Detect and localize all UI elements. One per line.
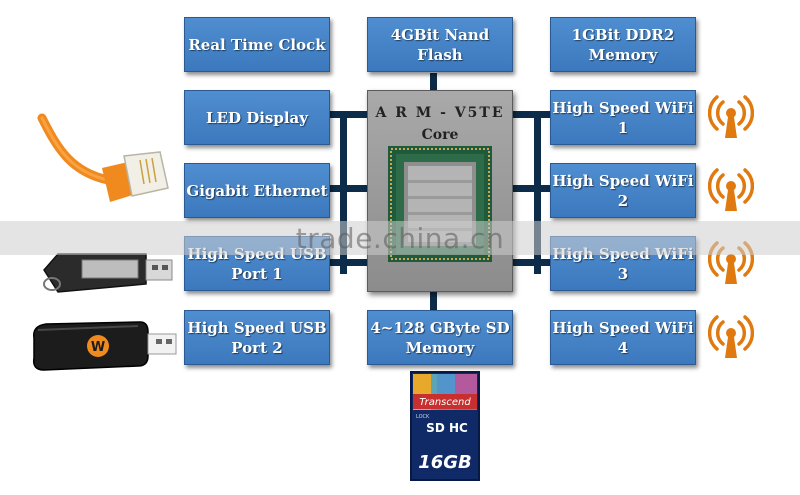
bus-left-usb1: [330, 259, 368, 266]
block-wifi-2: High Speed WiFi 2: [550, 163, 696, 218]
block-label: 1GBit DDR2: [571, 25, 675, 44]
block-label: High Speed WiFi: [552, 171, 694, 190]
bus-right-wifi2: [512, 185, 550, 192]
bus-left-led: [330, 111, 368, 118]
block-usb-port-2: High Speed USB Port 2: [184, 310, 330, 365]
block-label: High Speed USB: [187, 318, 327, 337]
block-label: Gigabit Ethernet: [186, 181, 328, 200]
block-label: Real Time Clock: [188, 35, 326, 54]
block-label: High Speed WiFi: [552, 318, 694, 337]
sd-card-icon: Transcend LOCK SD HC 16GB: [410, 371, 480, 481]
block-label: 4GBit Nand: [390, 25, 490, 44]
block-nand-flash: 4GBit Nand Flash: [367, 17, 513, 72]
block-wifi-1: High Speed WiFi 1: [550, 90, 696, 145]
sd-brand-text: Transcend: [419, 397, 471, 408]
bus-top-vertical: [430, 73, 437, 92]
wifi-antenna-icon: [708, 315, 754, 358]
usb-flash-drive-icon: [43, 253, 173, 293]
block-ddr2-memory: 1GBit DDR2 Memory: [550, 17, 696, 72]
block-sd-memory: 4~128 GByte SD Memory: [367, 310, 513, 365]
block-sublabel: Memory: [405, 338, 475, 357]
core-subtitle: Core: [421, 127, 459, 143]
block-label: High Speed WiFi: [552, 98, 694, 117]
watermark-text: trade.china.cn: [295, 221, 505, 255]
block-sublabel: 3: [617, 264, 629, 283]
bus-right-wifi3: [512, 259, 550, 266]
core-title: A R M - V5TE: [375, 105, 505, 121]
block-sublabel: Flash: [417, 45, 463, 64]
block-label: 4~128 GByte SD: [370, 318, 510, 337]
bus-left-vertical: [340, 112, 347, 274]
block-sublabel: 2: [617, 191, 629, 210]
block-sublabel: 4: [617, 338, 629, 357]
block-sublabel: Memory: [588, 45, 658, 64]
bus-right-wifi1: [512, 111, 550, 118]
block-sublabel: Port 2: [231, 338, 283, 357]
sd-class-text: SD HC: [426, 421, 468, 435]
bus-left-ethernet: [330, 185, 368, 192]
watermark-band: trade.china.cn: [0, 221, 800, 255]
block-sublabel: 1: [617, 118, 629, 137]
block-real-time-clock: Real Time Clock: [184, 17, 330, 72]
sd-capacity-text: 16GB: [418, 452, 472, 473]
block-label: LED Display: [206, 108, 308, 127]
block-gigabit-ethernet: Gigabit Ethernet: [184, 163, 330, 218]
sd-lock-text: LOCK: [416, 414, 430, 420]
block-sublabel: Port 1: [231, 264, 283, 283]
block-led-display: LED Display: [184, 90, 330, 145]
usb-modem-icon: W: [32, 321, 177, 371]
ethernet-cable-icon: [37, 113, 169, 202]
modem-logo-text: W: [91, 340, 105, 355]
wifi-antenna-icon: [708, 168, 754, 211]
block-wifi-4: High Speed WiFi 4: [550, 310, 696, 365]
bus-bottom-vertical: [430, 290, 437, 310]
wifi-antenna-icon: [708, 95, 754, 138]
bus-right-vertical: [534, 112, 541, 274]
